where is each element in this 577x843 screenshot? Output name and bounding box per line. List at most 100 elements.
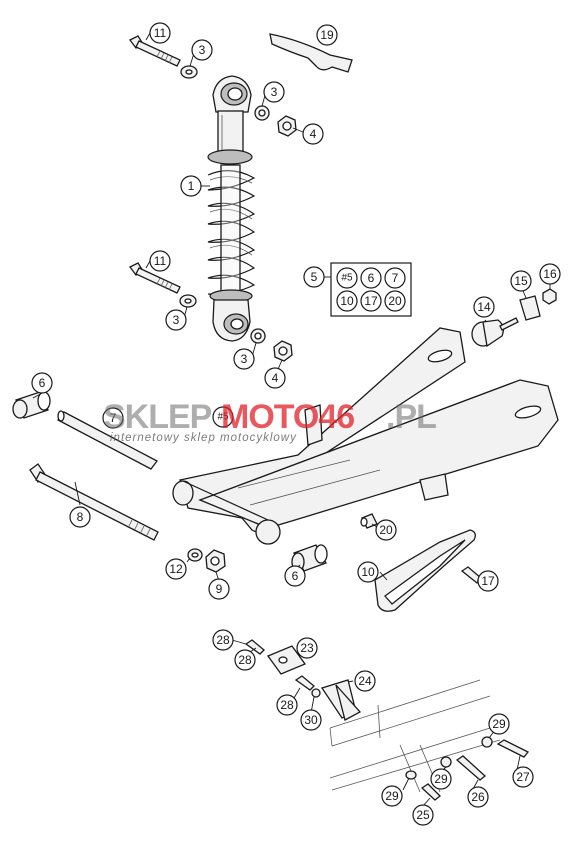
callout-16: 16 [539,263,561,285]
callout-label: 4 [272,371,279,385]
callout-19: 19 [316,24,338,46]
nut-9 [205,549,226,573]
kit-item-label: 10 [340,294,354,308]
callout-11-top: 11 [149,22,171,44]
kit-item-label: 7 [392,271,399,285]
callout-label: 3 [173,313,180,327]
callout-3-right-bottom: 3 [233,348,255,370]
shock-top-eye [212,75,252,113]
callout-label: 25 [416,808,430,822]
callout-1: 1 [180,175,202,197]
callout-label: 12 [169,562,183,576]
callout-label: 15 [514,274,528,288]
callout-24: 24 [354,670,376,692]
callout-label: 5 [311,270,318,284]
sleeve-tube [57,410,158,470]
kit-item-20: 20 [384,290,406,312]
kit-item-label: 6 [368,271,375,285]
callout-17: 17 [477,570,499,592]
callout-label: 7 [110,411,117,425]
callout-3-top: 3 [191,39,213,61]
callout-label: 29 [385,789,399,803]
nut-16 [542,288,557,305]
callout-11-bottom: 11 [149,250,171,272]
washer-bottom-left [179,294,197,308]
clip-15 [519,295,541,321]
kit-item-label: 20 [388,294,402,308]
callout-6-bottom: 6 [284,565,306,587]
bolt-27 [496,739,530,758]
callout-label: 16 [543,267,557,281]
callout-label: 3 [199,43,206,57]
callout-label: 6 [292,569,299,583]
callout-label: 20 [379,523,393,537]
upper-bolt [129,35,181,67]
screw-28-top [244,639,265,655]
screw-28-mid [294,675,315,691]
bushing-upper [12,391,51,419]
callout-29-left: 29 [381,785,403,807]
callout-29-right: 29 [488,713,510,735]
callout-27: 27 [512,766,534,788]
callout-label: 6 [39,376,46,390]
swingarm-pivot-bolt [29,463,159,541]
damper-rod [220,164,241,296]
watermark-part2: MOTO46 [221,398,354,436]
callout-label: 28 [216,633,230,647]
bracket-23 [266,645,307,675]
callout-label: 26 [471,790,485,804]
spring-collar [207,149,253,165]
callout-20: 20 [375,519,397,541]
callout-29-mid: 29 [430,768,452,790]
washer-29-mid [440,756,452,768]
washer-12 [187,548,203,562]
callout-10: 10 [357,561,379,583]
callout-12: 12 [165,558,187,580]
nut-top [277,115,297,137]
callout-3-left-bottom: 3 [165,309,187,331]
kit-item-hash5: #5 [336,267,358,289]
watermark-subtitle: internetowy sklep motocyklowy [110,432,297,444]
callout-4-bottom: 4 [264,367,286,389]
callout-label: 3 [271,85,278,99]
watermark-part1: SKLEP [103,398,212,436]
callout-14: 14 [473,296,495,318]
callout-label: 28 [238,653,252,667]
callout-7: 7 [102,407,124,429]
chain-guide [374,529,476,612]
callout-label: 29 [434,772,448,786]
callout-label: 23 [300,641,314,655]
callout-label: 24 [358,674,372,688]
callout-3-right-top: 3 [263,81,285,103]
kit-item-17: 17 [360,290,382,312]
washer-30 [311,688,321,698]
spanner-tool [269,33,353,73]
callout-5: 5 [303,266,325,288]
callout-label: 10 [361,565,375,579]
callout-label: 4 [310,127,317,141]
washer-29-top [481,736,493,748]
bolt-26 [455,755,487,781]
washer-29-low [405,770,417,780]
watermark-logo: SKLEP MOTO46 .PL internetowy sklep motoc… [103,398,437,444]
washer-bottom-right [250,328,266,344]
callout-label: 14 [477,300,491,314]
callout-15: 15 [510,270,532,292]
bushing-lower [291,544,328,572]
kit-item-label: #5 [341,273,353,284]
callout-label: 3 [241,352,248,366]
shock-bottom-eye [212,299,251,342]
nut-bottom [273,340,293,362]
callout-label: 28 [280,698,294,712]
callout-label: 29 [492,717,506,731]
callout-label: 17 [481,574,495,588]
callout-4-top: 4 [302,123,324,145]
screw-25 [420,783,441,801]
callout-23: 23 [296,637,318,659]
kit-box [330,262,412,317]
kit-item-10: 10 [336,290,358,312]
callout-label: 30 [304,713,318,727]
callout-label: 19 [320,28,334,42]
callout-hash5-swingarm: #5 [212,406,234,428]
